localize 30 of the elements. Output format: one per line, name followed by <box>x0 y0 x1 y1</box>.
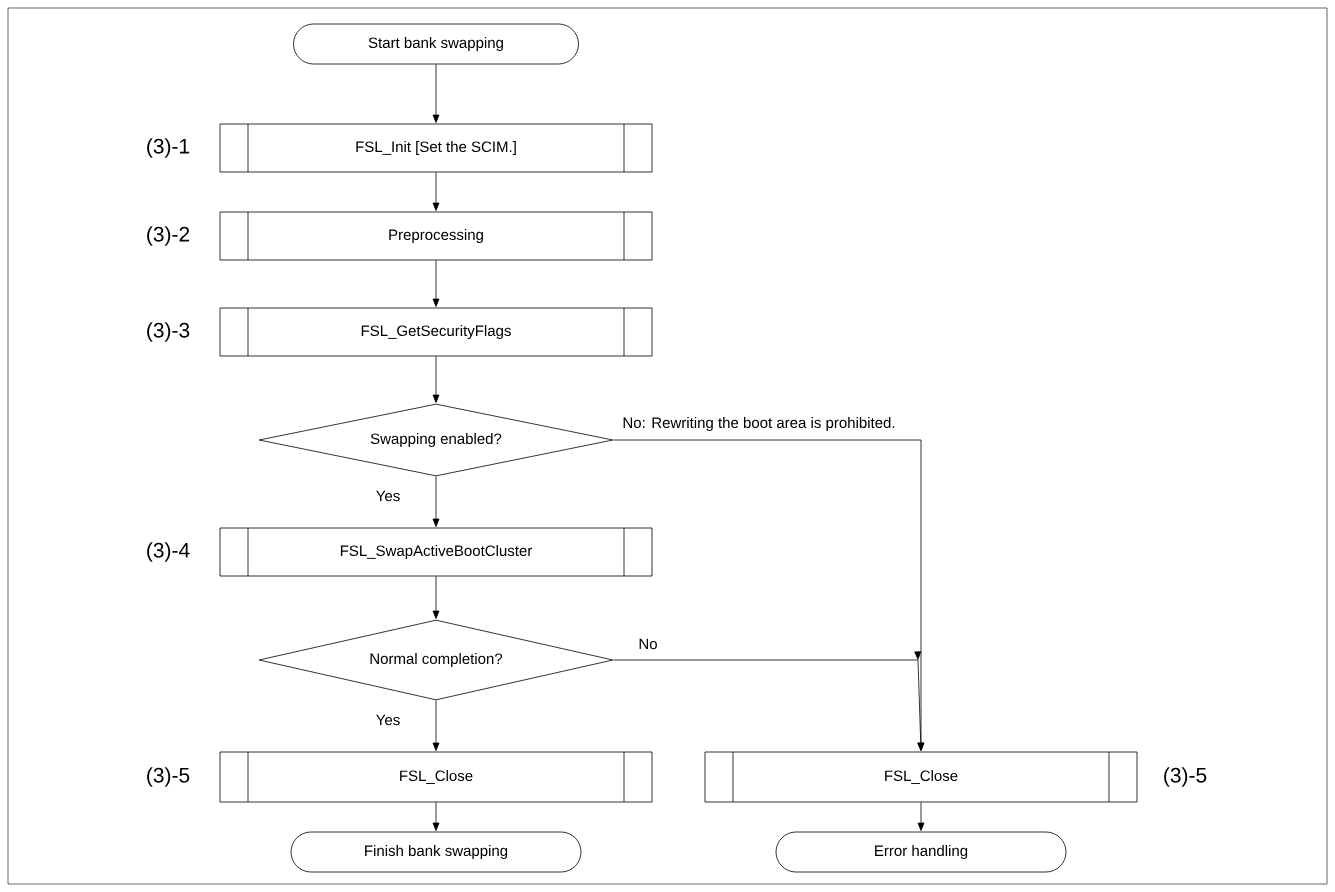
arrow <box>432 700 440 751</box>
edge-label: No: Rewriting the boot area is prohibited. <box>621 416 897 432</box>
arrow <box>432 576 440 619</box>
step-number: (3)-3 <box>147 322 190 342</box>
process-box: FSL_Init [Set the SCIM.] <box>219 123 653 173</box>
process-box: Preprocessing <box>219 211 653 261</box>
step-number: (3)-1 <box>147 138 190 158</box>
process-box: FSL_GetSecurityFlags <box>219 307 653 357</box>
edge-label: No <box>637 637 659 651</box>
edge-label: Yes <box>374 713 402 727</box>
step-number: (3)-5 <box>147 767 190 787</box>
arrow <box>613 439 925 751</box>
arrow <box>432 260 440 307</box>
process-box: FSL_SwapActiveBootCluster <box>219 527 653 577</box>
step-number: (3)-5 <box>1164 767 1207 787</box>
process-box: FSL_Close <box>704 751 1138 803</box>
arrow <box>613 651 925 751</box>
arrow <box>432 64 440 123</box>
step-number: (3)-2 <box>147 226 190 246</box>
arrow <box>432 476 440 527</box>
arrow <box>432 172 440 211</box>
arrow <box>432 356 440 403</box>
step-number: (3)-4 <box>147 542 190 562</box>
arrow <box>917 802 925 831</box>
terminal-box: Start bank swapping <box>293 23 579 65</box>
terminal-box: Error handling <box>775 831 1067 873</box>
process-box: FSL_Close <box>219 751 653 803</box>
arrow <box>432 802 440 831</box>
edge-label: Yes <box>374 489 402 503</box>
terminal-box: Finish bank swapping <box>290 831 582 873</box>
